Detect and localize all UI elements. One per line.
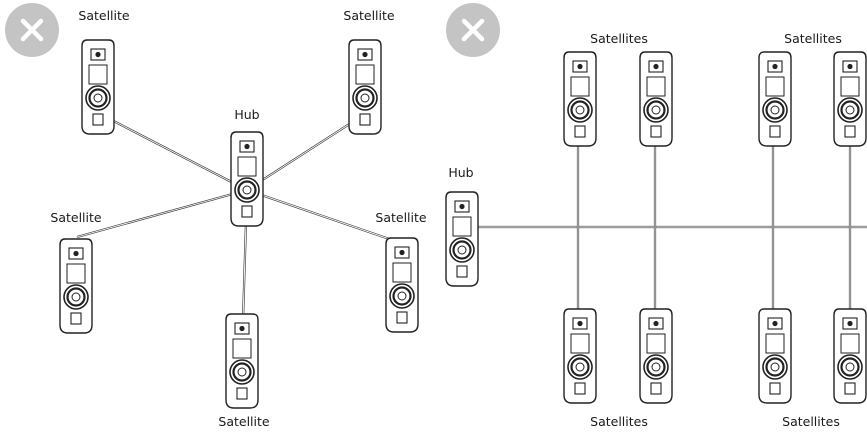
satellite-charger: [384, 236, 420, 334]
close-button[interactable]: [5, 3, 59, 57]
satellite-label: Satellite: [343, 8, 395, 23]
satellites-label: Satellites: [590, 414, 648, 429]
star-topology: Satellite Satellite Hub Satellite Satell…: [50, 8, 427, 429]
satellite-charger: [832, 50, 867, 148]
satellite-label: Satellite: [375, 210, 427, 225]
close-button[interactable]: [446, 3, 500, 57]
hub-charger: [444, 190, 480, 288]
satellite-charger: [58, 237, 94, 335]
satellite-charger: [224, 312, 260, 410]
satellite-charger: [638, 307, 674, 405]
satellite-charger: [832, 307, 867, 405]
satellite-charger: [80, 38, 116, 136]
satellite-charger: [757, 307, 793, 405]
hub-charger: [229, 130, 265, 228]
satellite-label: Satellite: [78, 8, 130, 23]
satellite-charger: [562, 50, 598, 148]
bus-cables: [478, 140, 867, 310]
satellite-label: Satellite: [218, 414, 270, 429]
satellites-label: Satellites: [782, 414, 840, 429]
hub-label: Hub: [234, 107, 259, 122]
satellites-label: Satellites: [590, 31, 648, 46]
bus-topology: Hub Satellites Satellites Satellites Sat…: [444, 31, 867, 429]
satellite-label: Satellite: [50, 210, 102, 225]
satellite-charger: [638, 50, 674, 148]
satellite-charger: [757, 50, 793, 148]
x-icon: [461, 18, 485, 42]
satellite-charger: [347, 38, 383, 136]
satellites-label: Satellites: [784, 31, 842, 46]
satellite-charger: [562, 307, 598, 405]
hub-label: Hub: [448, 165, 473, 180]
x-icon: [20, 18, 44, 42]
